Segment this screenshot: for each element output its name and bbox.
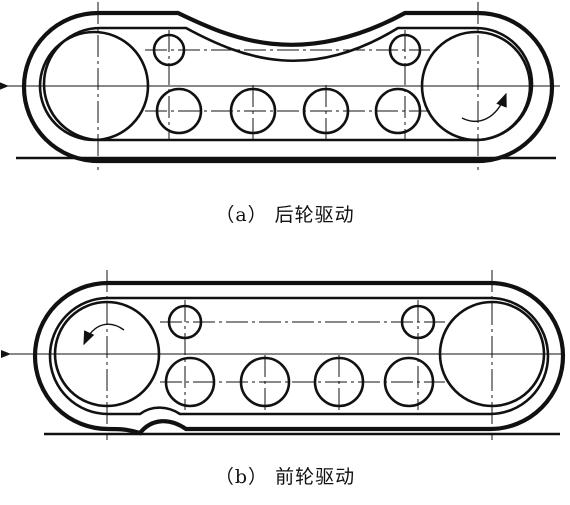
inner-track-b (48, 296, 550, 416)
diagram-b (1, 270, 566, 440)
caption-a: （a） 后轮驱动 (215, 204, 355, 226)
outer-track-a (21, 10, 555, 164)
caption-b: （b） 前轮驱动 (214, 466, 356, 488)
diagram-a (0, 2, 560, 170)
rotation-arrow-icon-a (461, 92, 507, 122)
rotation-arrow-icon-b (83, 323, 125, 346)
outer-track-b (32, 280, 566, 436)
